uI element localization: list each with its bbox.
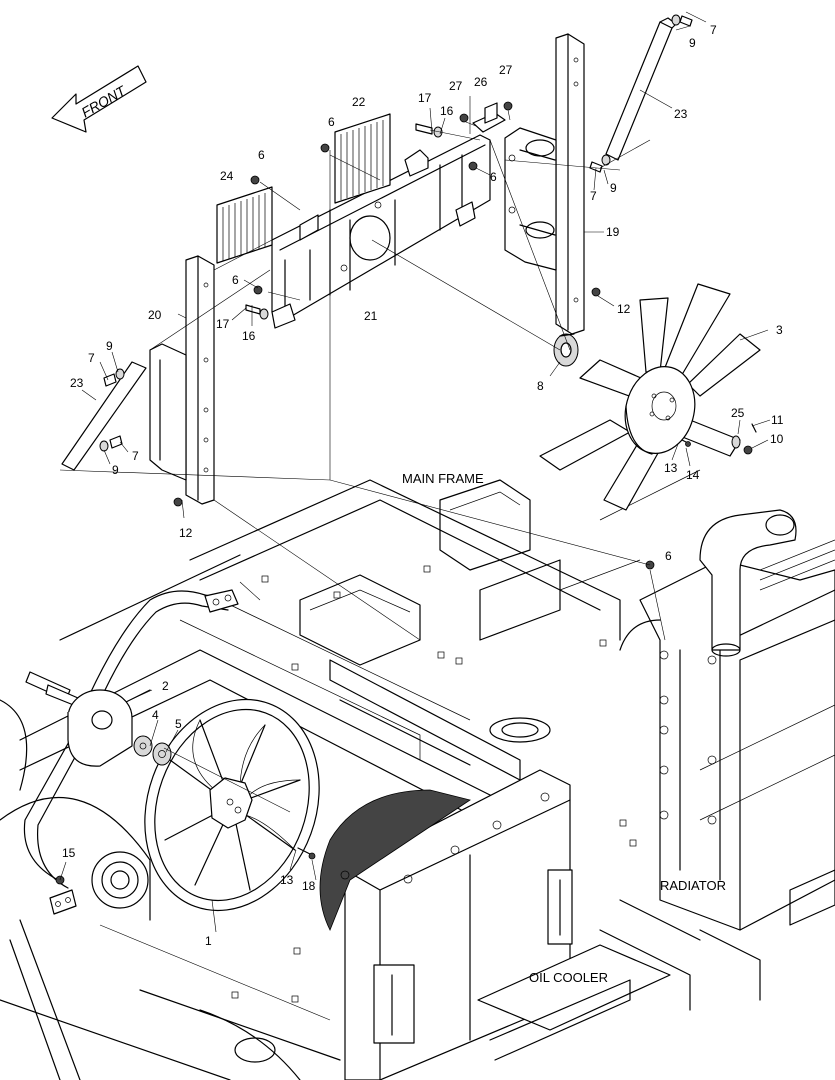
callout-12-b: 12 xyxy=(179,526,193,540)
oil-cooler-label: OIL COOLER xyxy=(529,970,608,985)
callout-12-a: 12 xyxy=(617,302,631,316)
callout-26: 26 xyxy=(474,75,488,89)
callout-10: 10 xyxy=(770,432,784,446)
fan-spacer xyxy=(25,671,172,767)
callout-2: 2 xyxy=(162,679,169,693)
callout-7-d: 7 xyxy=(132,449,139,463)
callout-27-b: 27 xyxy=(499,63,513,77)
callout-23-b: 23 xyxy=(70,376,84,390)
callout-9-d: 9 xyxy=(112,463,119,477)
area-labels: MAIN FRAME RADIATOR OIL COOLER xyxy=(402,471,726,985)
callout-20: 20 xyxy=(148,308,162,322)
callout-6-b: 6 xyxy=(328,115,335,129)
post-20 xyxy=(149,255,215,505)
callout-13-b: 13 xyxy=(280,873,294,887)
radiator-label: RADIATOR xyxy=(660,878,726,893)
callout-16-b: 16 xyxy=(242,329,256,343)
front-arrow: FRONT xyxy=(51,65,147,133)
callout-6-a: 6 xyxy=(258,148,265,162)
callout-25: 25 xyxy=(731,406,745,420)
callout-8: 8 xyxy=(537,379,544,393)
callout-9-c: 9 xyxy=(106,339,113,353)
callout-5: 5 xyxy=(175,717,182,731)
callout-6-e: 6 xyxy=(665,549,672,563)
callout-22: 22 xyxy=(352,95,366,109)
callout-11: 11 xyxy=(771,413,784,427)
callout-21: 21 xyxy=(364,309,378,323)
callout-15: 15 xyxy=(62,846,76,860)
leader-lines xyxy=(59,11,771,1021)
callout-19: 19 xyxy=(606,225,620,239)
stay-23-left xyxy=(61,361,147,471)
post-19 xyxy=(504,33,585,335)
upper-fan xyxy=(539,283,761,511)
callout-23-a: 23 xyxy=(674,107,688,121)
part-callouts: 1 2 3 4 5 6 6 6 6 6 7 7 7 7 8 9 9 9 9 10… xyxy=(62,23,784,948)
plate-26 xyxy=(472,102,506,133)
upper-shroud-frame xyxy=(271,134,491,329)
callout-9-b: 9 xyxy=(610,181,617,195)
callout-7-b: 7 xyxy=(590,189,597,203)
callout-6-c: 6 xyxy=(490,170,497,184)
fan-flange-8 xyxy=(553,333,579,367)
callout-3: 3 xyxy=(776,323,783,337)
callout-18: 18 xyxy=(302,879,316,893)
callout-24: 24 xyxy=(220,169,234,183)
main-frame-label: MAIN FRAME xyxy=(402,471,484,486)
callout-17-b: 17 xyxy=(216,317,230,331)
fan-guard-bracket xyxy=(23,589,239,915)
callout-1: 1 xyxy=(205,934,212,948)
callout-14: 14 xyxy=(686,468,700,482)
main-frame xyxy=(0,469,701,1080)
lower-fan xyxy=(144,698,320,912)
fasteners xyxy=(55,14,757,885)
radiator xyxy=(599,509,835,1011)
callout-7-a: 7 xyxy=(710,23,717,37)
callout-17-a: 17 xyxy=(418,91,432,105)
screen-24 xyxy=(216,186,273,264)
callout-27-a: 27 xyxy=(449,79,463,93)
callout-7-c: 7 xyxy=(88,351,95,365)
callout-9-a: 9 xyxy=(689,36,696,50)
oil-cooler xyxy=(319,769,671,1080)
callout-6-d: 6 xyxy=(232,273,239,287)
callout-4: 4 xyxy=(152,708,159,722)
callout-13-a: 13 xyxy=(664,461,678,475)
screen-22 xyxy=(334,113,391,204)
stay-23-right xyxy=(605,17,677,161)
callout-16-a: 16 xyxy=(440,104,454,118)
